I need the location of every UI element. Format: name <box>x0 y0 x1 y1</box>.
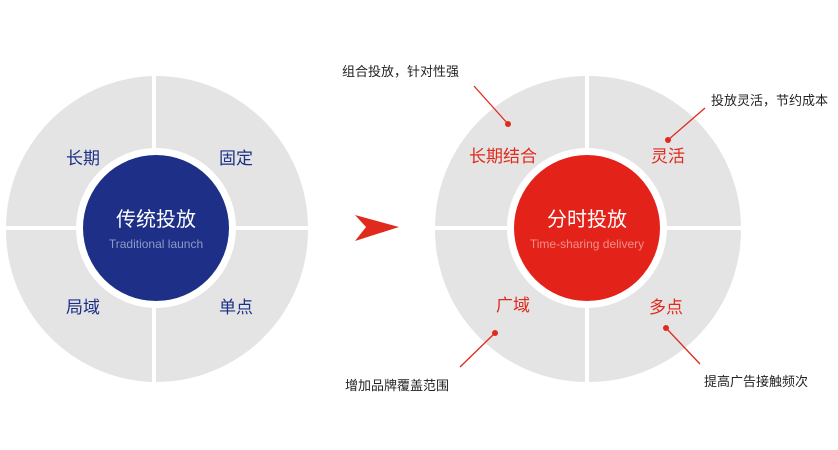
annotation-bottom-left-dot <box>492 330 498 336</box>
left-circle: 传统投放 Traditional launch 长期 固定 局域 单点 <box>5 76 308 382</box>
right-center-subtitle: Time-sharing delivery <box>530 237 644 251</box>
annotation-bottom-right: 提高广告接触频次 <box>663 325 808 390</box>
annotation-top-left: 组合投放，针对性强 <box>342 64 511 127</box>
annotation-bottom-right-text: 提高广告接触频次 <box>704 374 808 390</box>
right-center-circle <box>514 155 660 301</box>
right-label-top-left: 长期结合 <box>469 147 537 167</box>
right-circle: 分时投放 Time-sharing delivery 长期结合 灵活 广域 多点 <box>435 76 741 382</box>
annotation-top-right-dot <box>665 137 671 143</box>
right-center-title: 分时投放 <box>547 207 627 231</box>
left-center-subtitle: Traditional launch <box>109 237 203 251</box>
annotation-bottom-left-line <box>459 332 496 368</box>
right-label-top-right: 灵活 <box>651 147 685 167</box>
annotation-bottom-left-text: 增加品牌覆盖范围 <box>345 378 449 394</box>
annotation-bottom-left: 增加品牌覆盖范围 <box>345 330 498 394</box>
annotation-top-right-text: 投放灵活，节约成本 <box>711 93 828 109</box>
arrow-right-icon <box>355 215 399 241</box>
annotation-top-left-dot <box>505 121 511 127</box>
annotation-bottom-right-dot <box>663 325 669 331</box>
left-label-bottom-right: 单点 <box>219 298 253 318</box>
left-label-bottom-left: 局域 <box>66 298 100 318</box>
right-label-bottom-right: 多点 <box>649 298 683 318</box>
annotation-top-right-line <box>667 107 706 141</box>
annotation-top-left-line <box>473 85 509 125</box>
annotation-top-left-text: 组合投放，针对性强 <box>342 64 459 80</box>
annotation-top-right: 投放灵活，节约成本 <box>665 93 828 143</box>
left-center-title: 传统投放 <box>116 207 196 231</box>
annotation-bottom-right-line <box>665 327 701 365</box>
right-label-bottom-left: 广域 <box>496 296 530 316</box>
left-center-circle <box>83 155 229 301</box>
left-label-top-left: 长期 <box>66 149 100 169</box>
left-label-top-right: 固定 <box>219 149 253 169</box>
